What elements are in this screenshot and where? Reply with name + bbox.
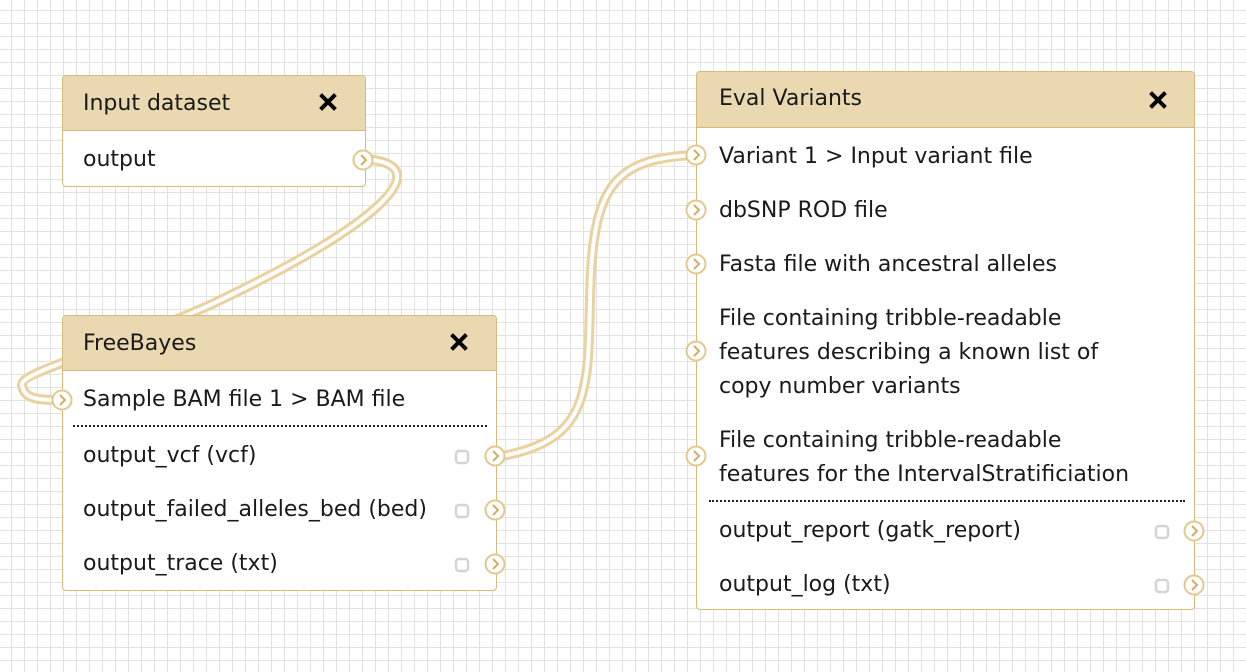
output-terminal-icon[interactable]	[484, 445, 506, 467]
node-header[interactable]: FreeBayes	[63, 316, 496, 371]
output-terminal-icon[interactable]	[1183, 574, 1205, 596]
output-terminal-icon[interactable]	[484, 553, 506, 575]
input-output-divider	[73, 425, 487, 427]
output-terminal-icon[interactable]	[352, 149, 374, 171]
input-label: Fasta file with ancestral alleles	[719, 252, 1057, 277]
close-icon[interactable]	[1146, 88, 1170, 112]
input-label-line: features describing a known list of	[719, 340, 1099, 365]
input-terminal-icon[interactable]	[685, 253, 707, 275]
close-icon[interactable]	[316, 90, 340, 114]
input-output-divider	[709, 500, 1185, 502]
callout-toggle-icon[interactable]	[1152, 522, 1172, 542]
callout-toggle-icon[interactable]	[452, 555, 472, 575]
callout-toggle-icon[interactable]	[452, 447, 472, 467]
output-label: output_log (txt)	[719, 572, 891, 597]
node-title: FreeBayes	[83, 331, 197, 356]
node-header[interactable]: Input dataset	[63, 76, 365, 131]
node-eval-variants[interactable]: Eval Variants Variant 1 > Input variant …	[685, 71, 1205, 610]
input-label: Sample BAM file 1 > BAM file	[83, 387, 406, 412]
connection-freebayes-to-evalvariants[interactable]	[497, 150, 701, 461]
node-title: Eval Variants	[719, 86, 862, 111]
callout-toggle-icon[interactable]	[452, 501, 472, 521]
node-title: Input dataset	[83, 91, 231, 116]
node-freebayes[interactable]: FreeBayes Sample BAM file 1 > BAM file o…	[51, 315, 506, 591]
input-label-line: File containing tribble-readable	[719, 306, 1062, 331]
input-label: Variant 1 > Input variant file	[719, 144, 1033, 169]
output-terminal-icon[interactable]	[484, 499, 506, 521]
input-terminal-icon[interactable]	[685, 445, 707, 467]
close-icon[interactable]	[447, 330, 471, 354]
output-label: output_failed_alleles_bed (bed)	[83, 497, 427, 522]
input-terminal-icon[interactable]	[685, 144, 707, 166]
output-label: output_vcf (vcf)	[83, 443, 257, 468]
output-label: output_trace (txt)	[83, 551, 278, 576]
node-header[interactable]: Eval Variants	[697, 72, 1194, 128]
input-label-line: features for the IntervalStratificiation	[719, 462, 1130, 487]
input-terminal-icon[interactable]	[685, 199, 707, 221]
input-label-line: File containing tribble-readable	[719, 428, 1062, 453]
output-label: output	[83, 147, 156, 172]
output-terminal-icon[interactable]	[1183, 520, 1205, 542]
output-label: output_report (gatk_report)	[719, 518, 1021, 543]
input-label: dbSNP ROD file	[719, 198, 888, 223]
input-label-line: copy number variants	[719, 374, 961, 399]
input-terminal-icon[interactable]	[51, 389, 73, 411]
callout-toggle-icon[interactable]	[1152, 576, 1172, 596]
input-terminal-icon[interactable]	[685, 340, 707, 362]
node-input-dataset[interactable]: Input dataset output	[62, 75, 374, 187]
